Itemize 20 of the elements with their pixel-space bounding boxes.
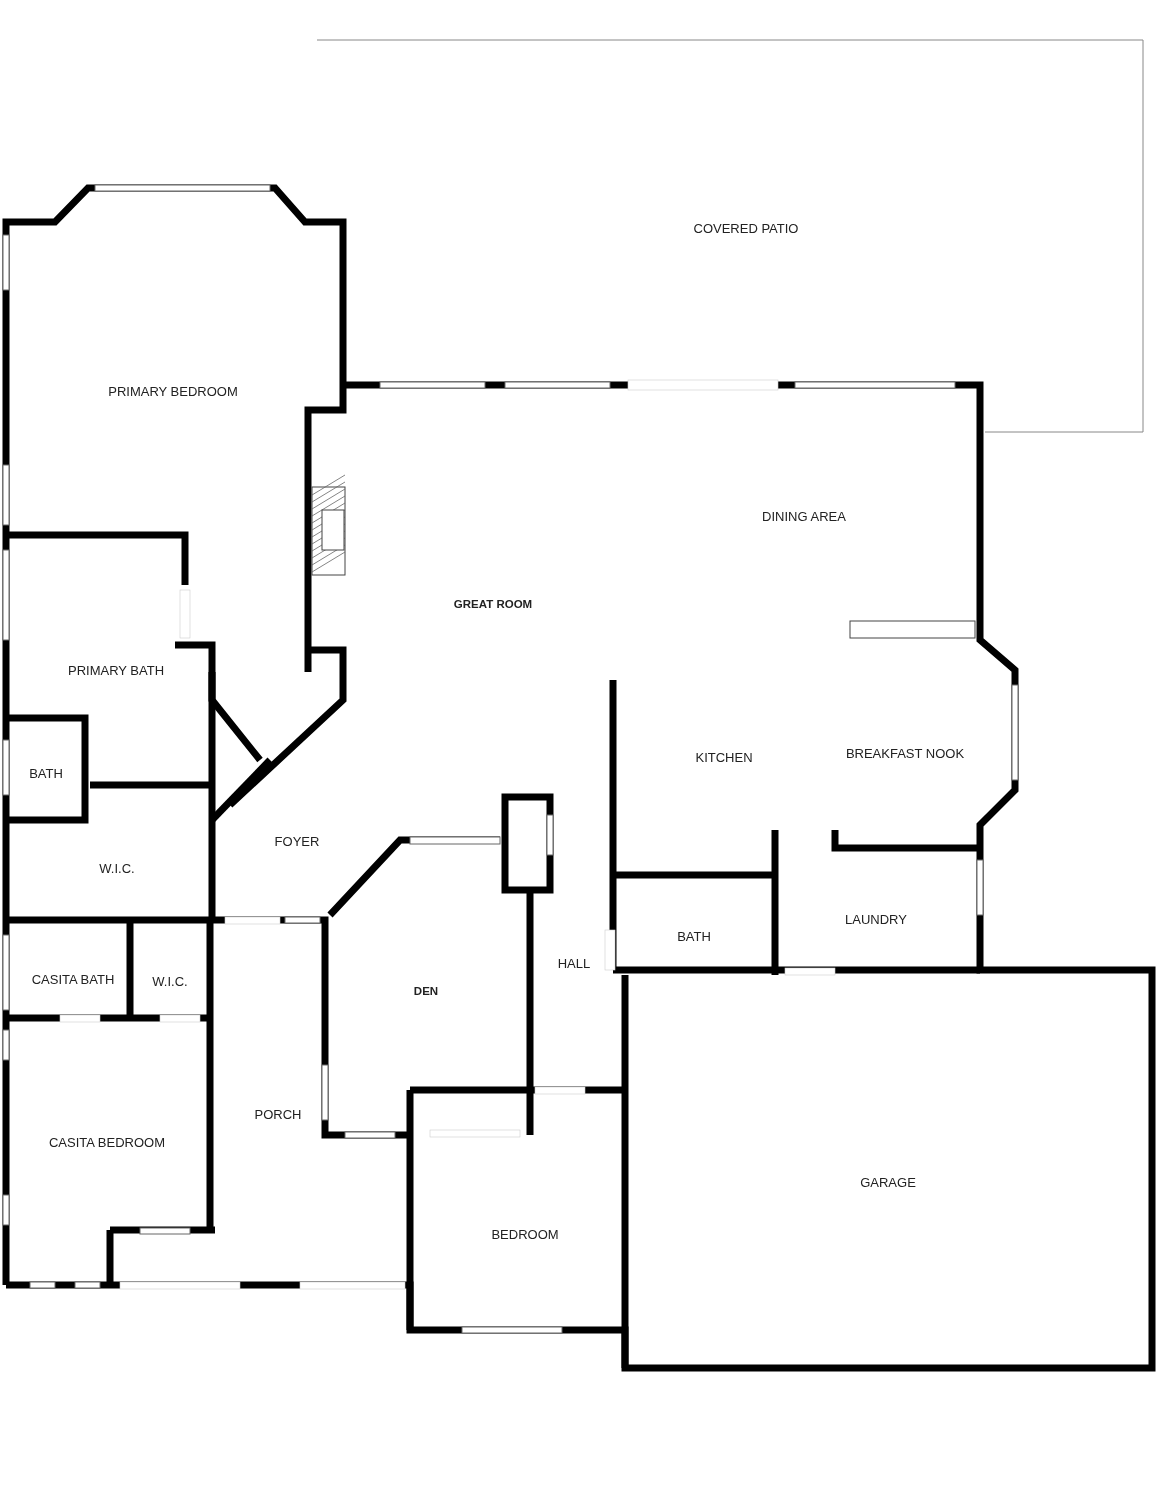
room-label: GARAGE bbox=[860, 1174, 916, 1190]
room-label: W.I.C. bbox=[152, 973, 188, 989]
room-label: GREAT ROOM bbox=[453, 598, 533, 610]
room-label: PRIMARY BEDROOM bbox=[108, 383, 238, 399]
room-label: COVERED PATIO bbox=[693, 220, 799, 236]
room-label: BATH bbox=[29, 765, 63, 781]
room-label: PORCH bbox=[254, 1106, 302, 1122]
room-label: KITCHEN bbox=[695, 749, 753, 765]
room-label: W.I.C. bbox=[99, 860, 135, 876]
room-label: FOYER bbox=[274, 833, 320, 849]
room-label: PRIMARY BATH bbox=[67, 662, 165, 678]
room-label: BATH bbox=[677, 928, 711, 944]
room-label: DINING AREA bbox=[762, 508, 846, 524]
room-label: HALL bbox=[557, 955, 591, 971]
room-label: BEDROOM bbox=[491, 1226, 559, 1242]
room-label: CASITA BEDROOM bbox=[48, 1134, 166, 1150]
room-label: CASITA BATH bbox=[31, 971, 115, 987]
room-label: BREAKFAST NOOK bbox=[845, 745, 965, 761]
room-label: DEN bbox=[413, 985, 439, 997]
room-label: LAUNDRY bbox=[845, 911, 907, 927]
